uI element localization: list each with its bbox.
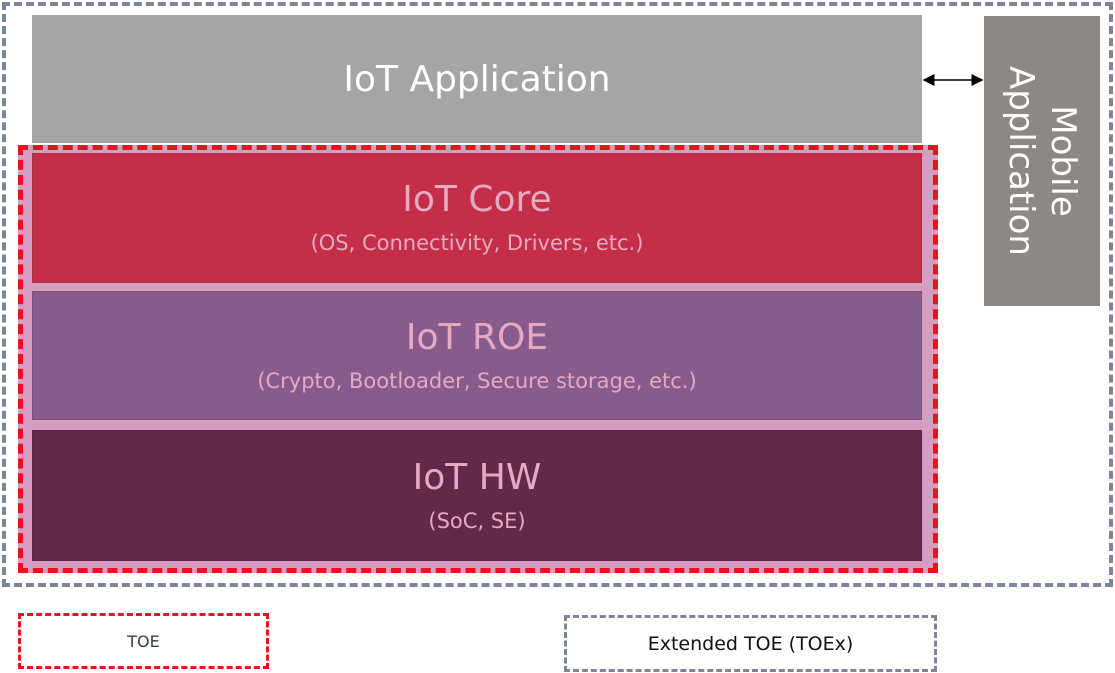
- bidirectional-arrow-icon: [922, 74, 984, 86]
- iot-application-label: IoT Application: [343, 58, 611, 100]
- iot-roe-title: IoT ROE: [405, 316, 549, 358]
- legend-toe-label: TOE: [127, 631, 160, 651]
- iot-application-block: IoT Application: [32, 15, 922, 143]
- legend-extended-toe: Extended TOE (TOEx): [564, 615, 937, 672]
- mobile-application-label-line2: Application: [1001, 66, 1041, 256]
- iot-hw-layer: IoT HW (SoC, SE): [32, 430, 922, 561]
- mobile-application-label-line1: Mobile: [1043, 105, 1083, 217]
- iot-core-subtitle: (OS, Connectivity, Drivers, etc.): [310, 231, 644, 255]
- iot-hw-subtitle: (SoC, SE): [428, 508, 526, 533]
- mobile-application-block: Mobile Application: [984, 16, 1100, 306]
- iot-roe-subtitle: (Crypto, Bootloader, Secure storage, etc…: [257, 368, 697, 393]
- legend-toe: TOE: [18, 613, 269, 669]
- iot-core-title: IoT Core: [402, 179, 552, 220]
- iot-roe-layer: IoT ROE (Crypto, Bootloader, Secure stor…: [32, 291, 922, 420]
- extended-toe-boundary: [2, 2, 1113, 587]
- iot-hw-title: IoT HW: [412, 456, 542, 498]
- iot-core-layer: IoT Core (OS, Connectivity, Drivers, etc…: [32, 153, 922, 283]
- legend-extended-toe-label: Extended TOE (TOEx): [647, 632, 854, 655]
